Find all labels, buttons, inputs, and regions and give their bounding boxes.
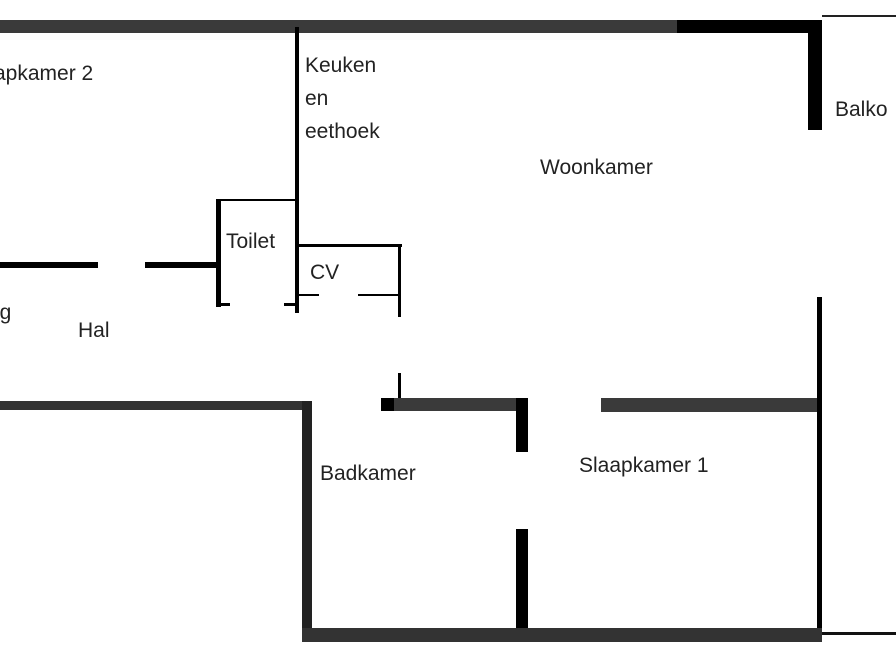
- wall-slaapkamer1-top: [601, 398, 822, 412]
- label-hal: Hal: [78, 319, 110, 342]
- wall-right: [817, 297, 822, 642]
- wall-hal-bottom: [0, 401, 312, 410]
- label-keuken: Keuken: [305, 54, 377, 77]
- wall-badkamer-top-black: [381, 398, 396, 411]
- label-woonkamer: Woonkamer: [540, 156, 653, 179]
- label-en: en: [305, 87, 329, 110]
- cv-inner-right: [358, 294, 400, 296]
- balkon-top-line: [822, 15, 896, 17]
- wall-hal-right: [145, 262, 218, 268]
- wall-hal-left: [0, 262, 98, 268]
- toilet-tick-right: [284, 303, 297, 306]
- wall-top-black: [677, 20, 822, 33]
- wall-badkamer-left: [302, 401, 312, 642]
- toilet-left: [216, 199, 221, 307]
- balkon-bottom-line: [822, 632, 896, 635]
- label-balkon: Balko: [835, 98, 888, 121]
- label-entree: ng: [0, 301, 12, 324]
- label-cv: CV: [310, 261, 340, 284]
- wall-top-gray: [0, 20, 680, 33]
- cv-top: [297, 244, 402, 247]
- toilet-tick-left: [216, 303, 230, 306]
- wall-bottom: [302, 628, 822, 642]
- cv-right: [398, 244, 401, 317]
- wall-badkamer-top: [394, 398, 528, 411]
- label-slaapkamer-2: apkamer 2: [0, 62, 94, 85]
- toilet-top: [216, 199, 297, 201]
- label-badkamer: Badkamer: [320, 462, 416, 485]
- door-stub: [398, 373, 401, 405]
- cv-inner-left: [297, 294, 319, 296]
- label-eethoek: eethoek: [305, 120, 380, 143]
- wall-kitchen: [295, 27, 299, 313]
- label-toilet: Toilet: [226, 230, 276, 253]
- label-slaapkamer-1: Slaapkamer 1: [579, 454, 709, 477]
- wall-bad-slaap-lower: [516, 529, 528, 642]
- wall-bad-slaap-upper: [516, 398, 528, 452]
- wall-balkon-upper: [808, 20, 822, 130]
